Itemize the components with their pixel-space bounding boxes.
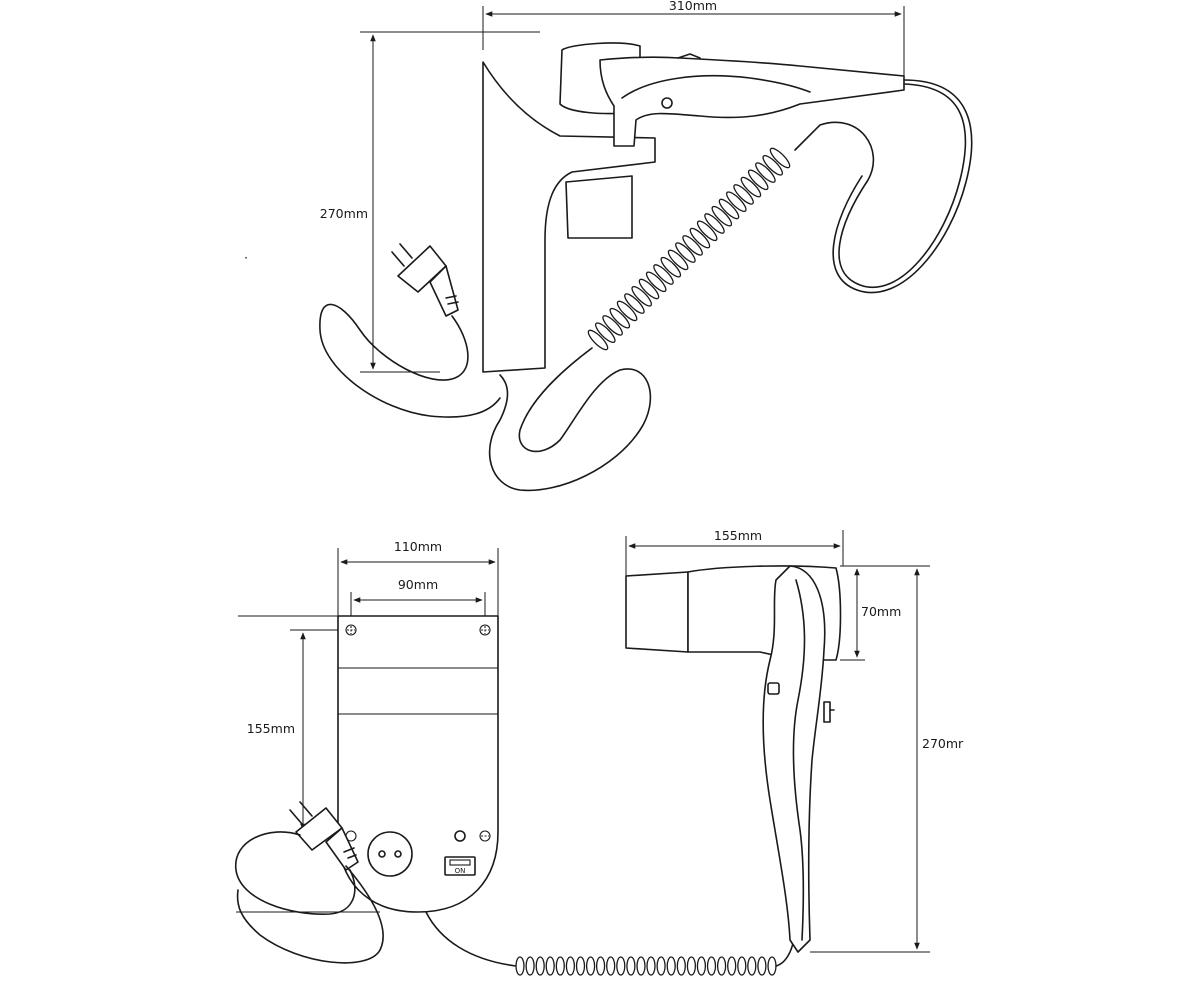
dimension-270mm-side: 270mm (320, 31, 540, 373)
spiral-cord-coil (667, 249, 689, 271)
spiral-cord-coil (755, 162, 776, 183)
dryer-handle-seam (792, 579, 806, 941)
spiral-cord-coil (762, 154, 784, 176)
dryer-body-top (599, 56, 905, 147)
shaver-socket (367, 831, 413, 877)
spiral-cord-coil (525, 956, 535, 976)
screw-hole-left (345, 624, 357, 636)
spiral-cord-coil (675, 242, 696, 263)
spiral-cord-coil (555, 956, 565, 976)
spiral-cord-coil (769, 147, 791, 169)
spiral-cord-coil (609, 307, 631, 329)
spiral-cord-coil (646, 956, 656, 976)
stray-mark: · (244, 250, 248, 265)
spiral-cord-side (587, 147, 791, 351)
dimension-270-dryer: 270mr (810, 565, 964, 953)
spiral-cord-coil (737, 956, 747, 976)
spiral-cord-coil (686, 956, 697, 976)
spiral-cord-coil (660, 256, 682, 278)
plate-to-coil-cable (425, 911, 517, 967)
switch-label: ON (455, 867, 466, 875)
spiral-cord-coil (606, 956, 616, 976)
dryer-slider-switch (823, 701, 831, 723)
screw-hole-right (479, 624, 491, 636)
spiral-cord-coil (602, 315, 623, 336)
dimension-label-70: 70mm (861, 604, 901, 619)
power-plug-side (319, 243, 501, 418)
spiral-cord-coil (645, 271, 667, 293)
spiral-cord-coil (706, 956, 717, 976)
spiral-cord-coil (636, 956, 646, 976)
spiral-cord-coil (587, 329, 609, 351)
spiral-cord-coil (575, 956, 586, 976)
spiral-cord-bottom (515, 956, 777, 976)
spiral-cord-coil (616, 956, 626, 976)
spiral-cord-coil (666, 956, 676, 976)
dryer-cord-loop (794, 83, 967, 288)
spiral-cord-coil (595, 956, 606, 976)
dryer-cord-loop-inner (832, 79, 973, 294)
spiral-cord-coil (716, 956, 727, 976)
dryer-handle-seam (621, 74, 811, 99)
dryer-nozzle (625, 571, 689, 653)
spiral-cord-coil (767, 956, 777, 976)
dimension-155mm-dryer: 155mm (625, 528, 844, 580)
dimension-label-270-side: 270mm (320, 206, 368, 221)
spiral-cord-coil (653, 264, 674, 285)
spiral-cord-coil (696, 220, 718, 242)
spiral-cord-coil (689, 227, 711, 249)
spiral-cord-coil (656, 956, 666, 976)
spiral-cord-coil (545, 956, 555, 976)
holster-block (565, 175, 633, 239)
spiral-cord-coil (740, 176, 762, 198)
dryer-view: 155mm 70mm 270mr (625, 528, 964, 953)
dimension-label-310: 310mm (669, 0, 717, 13)
spiral-cord-coil (718, 198, 740, 220)
spiral-cord-coil (704, 213, 725, 234)
spiral-cord-coil (638, 278, 660, 300)
screw-hole-bottom-right (479, 830, 491, 842)
dimension-label-90: 90mm (398, 577, 438, 592)
spiral-cord-coil (676, 956, 686, 976)
spiral-cord-coil (711, 205, 733, 227)
spiral-cord-coil (747, 956, 757, 976)
spiral-cord-coil (624, 293, 645, 314)
power-plug-front (235, 801, 384, 964)
spiral-cord-coil (616, 300, 638, 322)
dimension-110mm: 110mm (337, 539, 499, 616)
spiral-cord-coil (585, 956, 596, 976)
spiral-cord-coil (727, 956, 737, 976)
spiral-cord-coil (594, 322, 616, 344)
dimension-label-155-plate: 155mm (247, 721, 295, 736)
wall-bracket-profile (482, 61, 656, 373)
dryer-button (767, 682, 780, 695)
spiral-cord-coil (535, 956, 545, 976)
dimension-155mm-plate: 155mm (236, 615, 380, 913)
spiral-cord-coil (565, 956, 576, 976)
dimension-310mm: 310mm (482, 0, 905, 80)
spiral-cord-coil (725, 191, 747, 213)
spiral-cord-coil (631, 285, 653, 307)
spiral-cord-coil (733, 184, 754, 205)
wall-plate-view: 110mm 90mm 155mm (235, 539, 517, 967)
indicator-light (454, 830, 466, 842)
spiral-cord-coil (757, 956, 767, 976)
spiral-cord-coil (747, 169, 769, 191)
dimension-label-270-dryer: 270mr (922, 736, 964, 751)
power-switch: ON (444, 856, 476, 876)
dimension-label-155-dryer: 155mm (714, 528, 762, 543)
side-view: 310mm 270mm (244, 0, 973, 492)
dryer-button-top (661, 97, 673, 109)
spiral-cord-coil (696, 956, 707, 976)
lower-cord-loop (488, 347, 652, 492)
dryer-slider (677, 53, 701, 59)
dimension-label-110: 110mm (394, 539, 442, 554)
spiral-cord-coil (626, 956, 636, 976)
spiral-cord-coil (515, 956, 525, 976)
spiral-cord-coil (682, 235, 703, 256)
dimension-70mm: 70mm (840, 565, 901, 661)
